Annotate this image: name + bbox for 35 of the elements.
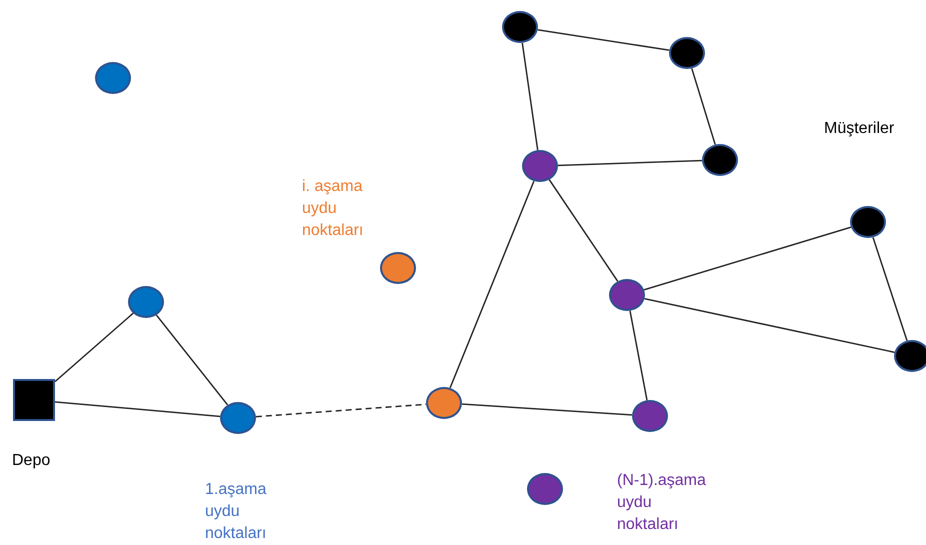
category-label: i. aşama uydu noktaları <box>302 177 364 241</box>
circle-node <box>95 62 131 94</box>
circle-node <box>522 150 558 182</box>
connector-line <box>522 42 538 150</box>
circle-node <box>669 37 705 69</box>
connector-line <box>644 226 852 290</box>
connector-line <box>156 314 228 406</box>
circle-node <box>380 252 416 284</box>
connector-line <box>691 68 716 145</box>
circle-node <box>220 402 256 434</box>
circle-node <box>426 387 462 419</box>
connector-line <box>644 298 895 353</box>
node-caption: Depo <box>12 451 50 471</box>
group-label: Müşteriler <box>824 119 894 139</box>
circle-node <box>894 340 926 372</box>
circle-node <box>502 11 538 43</box>
category-label: 1.aşama uydu noktaları <box>205 480 268 544</box>
connector-line <box>462 403 632 416</box>
connector-line <box>54 312 134 382</box>
category-label: (N-1).aşama uydu noktaları <box>617 471 707 535</box>
connector-line <box>558 160 702 166</box>
circle-node <box>609 279 645 311</box>
connector-line <box>54 401 220 418</box>
circle-node <box>128 286 164 318</box>
connector-line <box>449 180 535 388</box>
connector-line <box>872 237 908 341</box>
circle-node <box>527 473 563 505</box>
connector-line <box>548 179 618 282</box>
connector-line <box>538 29 670 51</box>
circle-node <box>632 400 668 432</box>
circle-node <box>702 144 738 176</box>
dashed-line <box>256 404 426 418</box>
square-node <box>13 379 55 421</box>
connector-line <box>629 310 648 400</box>
circle-node <box>850 206 886 238</box>
